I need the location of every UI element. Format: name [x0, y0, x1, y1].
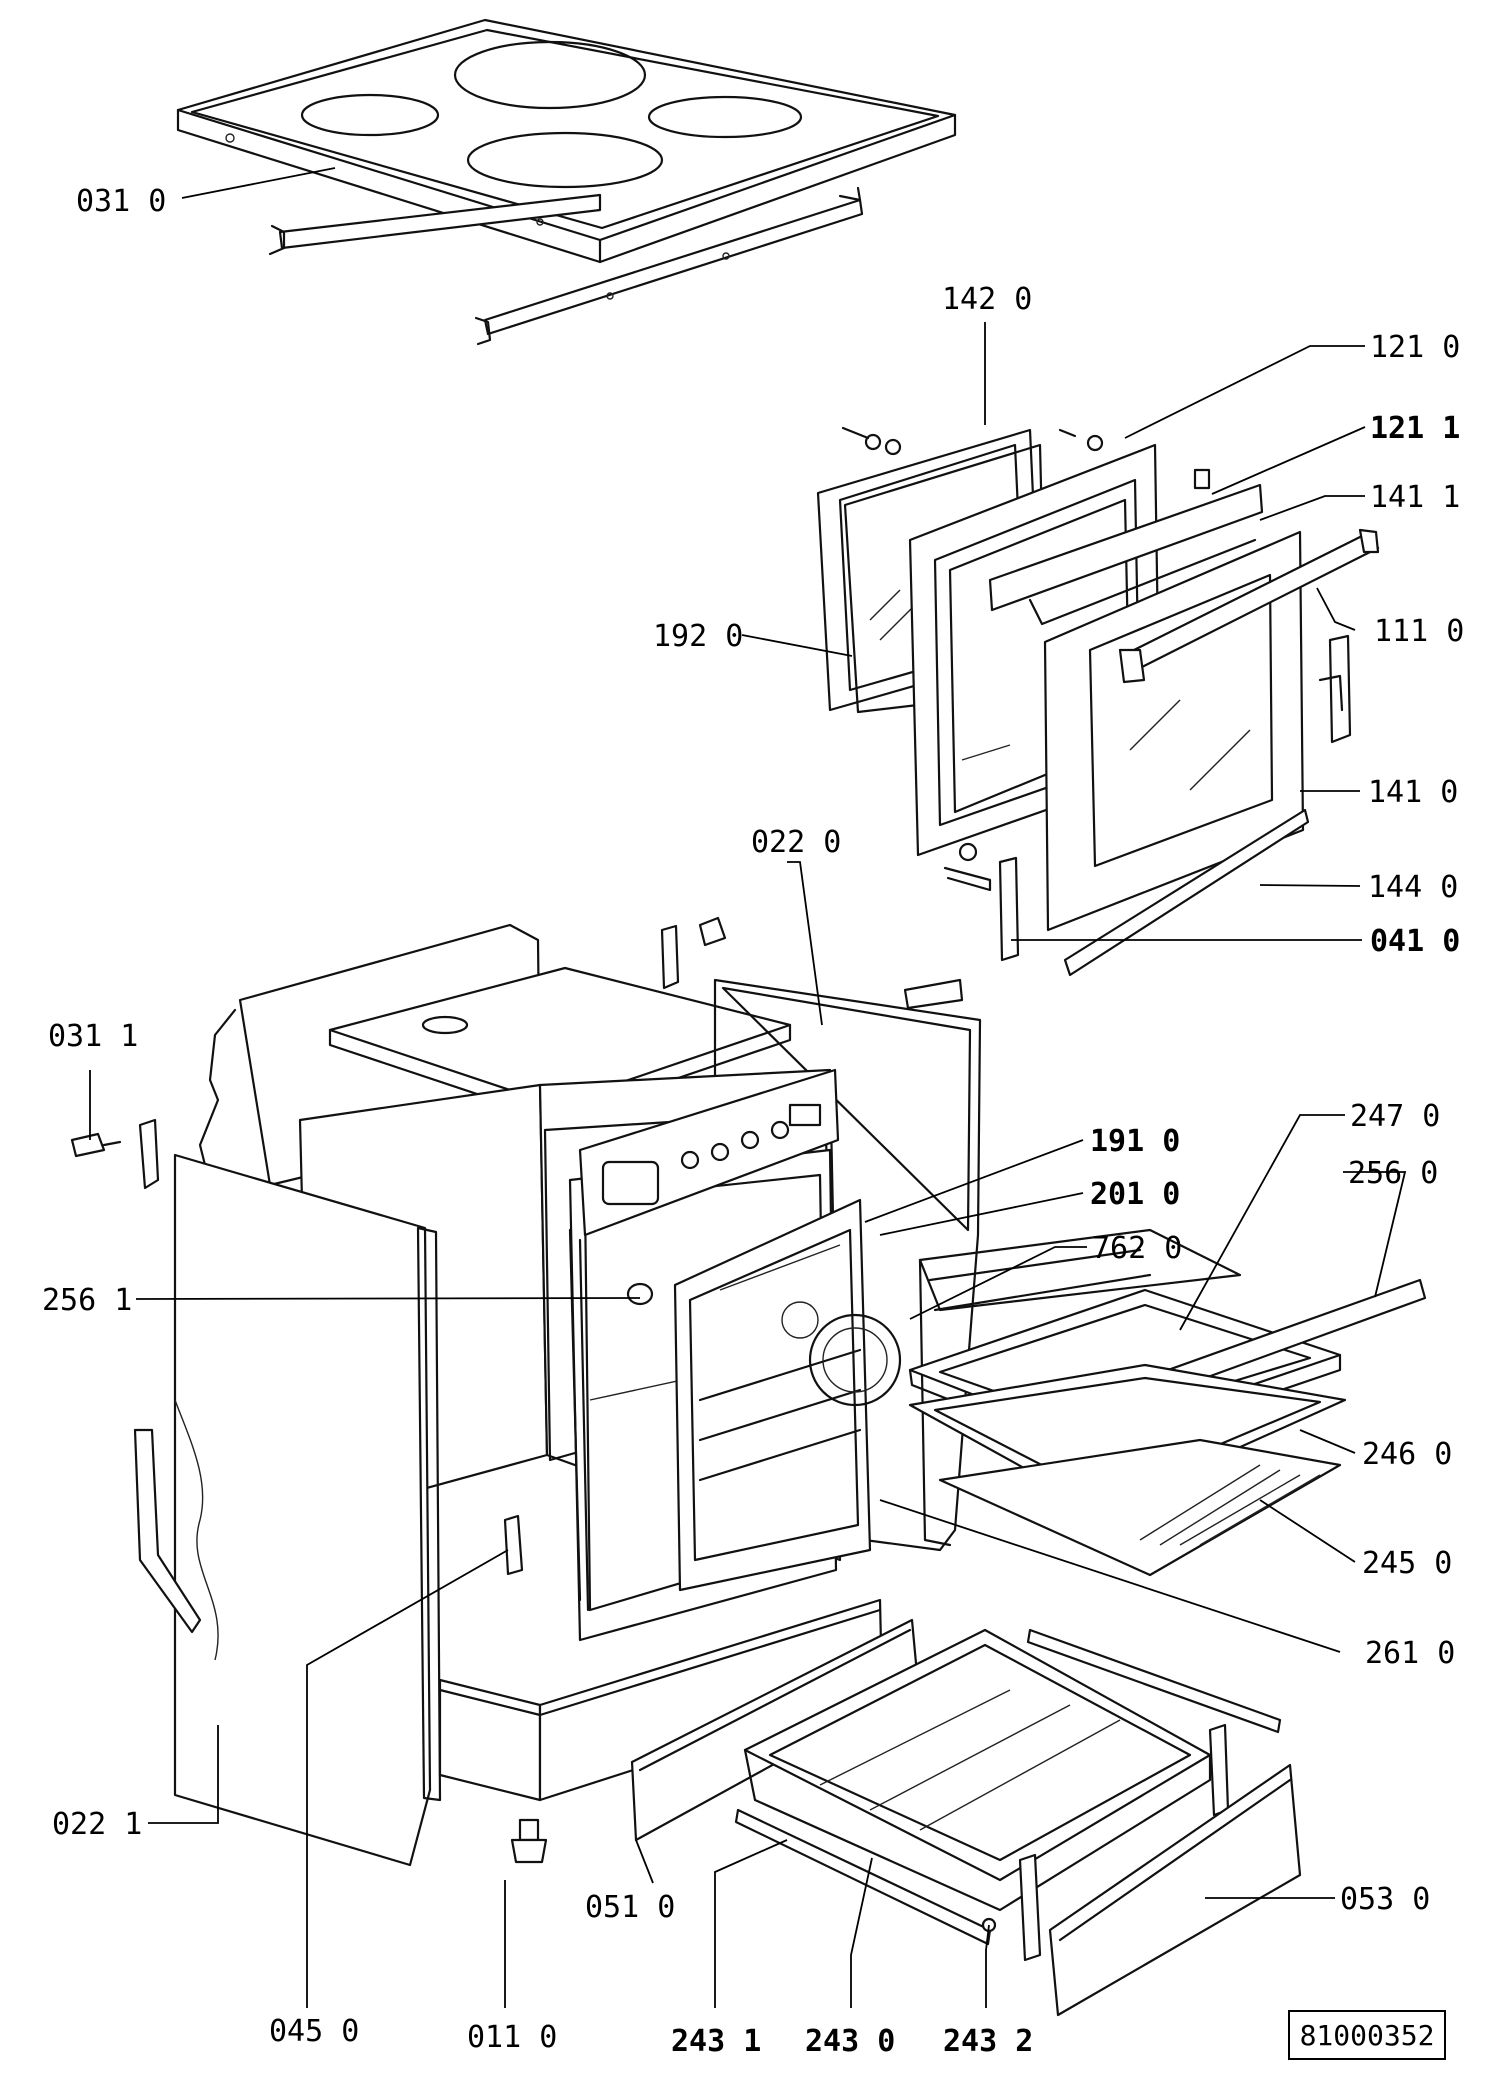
- label-045-0: 045 0: [269, 2014, 359, 2049]
- label-247-0: 247 0: [1350, 1099, 1440, 1134]
- wire-rack-rails: [918, 1228, 1242, 1547]
- label-141-0: 141 0: [1368, 775, 1458, 810]
- drawer-front-right: [1048, 1763, 1302, 2017]
- document-number-box: 81000352: [1288, 2010, 1446, 2060]
- label-121-0: 121 0: [1370, 330, 1460, 365]
- oven-lamp: [626, 1282, 654, 1306]
- cabinet-left-side-panel: [133, 1153, 442, 1867]
- label-256-1: 256 1: [42, 1283, 132, 1318]
- label-192-0: 192 0: [653, 619, 743, 654]
- label-022-0: 022 0: [751, 825, 841, 860]
- label-243-0: 243 0: [805, 2024, 895, 2059]
- leader-lines: [89, 167, 1407, 2008]
- document-number: 81000352: [1299, 2018, 1435, 2052]
- drawer-tray: [743, 1628, 1212, 1912]
- cooktop-mounting-rails: [268, 186, 864, 346]
- door-outer-glass: [1043, 530, 1305, 932]
- side-panel-clip: [503, 1514, 524, 1576]
- control-panel: [578, 1068, 840, 1237]
- part-labels: 031 0 142 0 121 0 121 1 141 1 192 0 111 …: [42, 184, 1464, 2059]
- label-121-1: 121 1: [1370, 411, 1460, 446]
- label-031-0: 031 0: [76, 184, 166, 219]
- label-191-0: 191 0: [1090, 1124, 1180, 1159]
- label-201-0: 201 0: [1090, 1177, 1180, 1212]
- door-hinge-left: [943, 842, 1020, 962]
- oven-muffle-liner: [673, 1198, 872, 1592]
- label-051-0: 051 0: [585, 1890, 675, 1925]
- door-screws: [841, 426, 1104, 456]
- door-stop-bolt: [660, 916, 964, 1010]
- left-hinge-screw: [70, 1118, 160, 1190]
- door-handle: [1118, 528, 1380, 684]
- label-243-1: 243 1: [671, 2024, 761, 2059]
- wire-shelf-bottom: [938, 1438, 1342, 1577]
- label-246-0: 246 0: [1362, 1437, 1452, 1472]
- label-053-0: 053 0: [1340, 1882, 1430, 1917]
- base-plinth: [438, 1598, 884, 1802]
- cooktop-glass-top: [176, 18, 957, 264]
- door-hinge-right: [1318, 634, 1352, 744]
- label-142-0: 142 0: [942, 282, 1032, 317]
- label-144-0: 144 0: [1368, 870, 1458, 905]
- label-256-0: 256 0: [1348, 1156, 1438, 1191]
- label-022-1: 022 1: [52, 1807, 142, 1842]
- label-041-0: 041 0: [1370, 924, 1460, 959]
- label-762-0: 762 0: [1092, 1231, 1182, 1266]
- oven-fan-cover: [781, 1301, 902, 1407]
- door-bottom-trim: [1063, 808, 1310, 977]
- label-261-0: 261 0: [1365, 1636, 1455, 1671]
- drawer-runner-left: [734, 1808, 992, 1946]
- door-hinge-bracket-top: [988, 468, 1264, 626]
- shelf-supports: [568, 1228, 590, 1612]
- label-111-0: 111 0: [1374, 614, 1464, 649]
- label-141-1: 141 1: [1370, 480, 1460, 515]
- label-011-0: 011 0: [467, 2020, 557, 2055]
- label-243-2: 243 2: [943, 2024, 1033, 2059]
- label-245-0: 245 0: [1362, 1546, 1452, 1581]
- label-031-1: 031 1: [48, 1019, 138, 1054]
- adjustable-foot: [510, 1818, 548, 1864]
